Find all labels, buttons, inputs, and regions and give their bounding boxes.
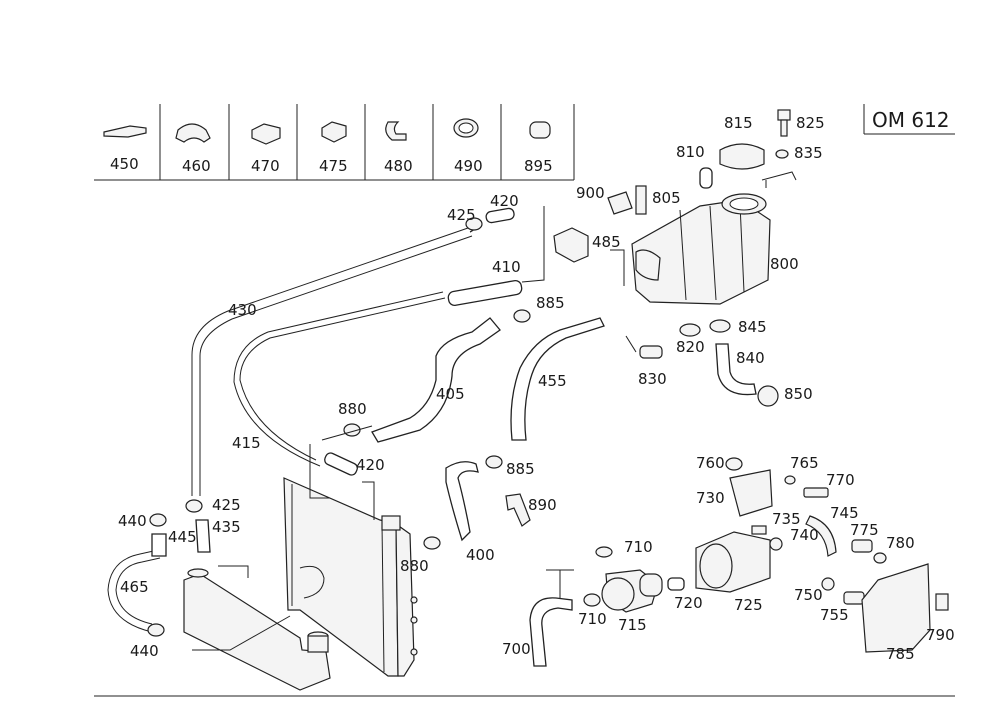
part-labels: 400 405 410 415 420 420 425 425 430 435 …: [118, 114, 955, 663]
expansion-tank: [631, 193, 771, 305]
label-700: 700: [502, 640, 531, 658]
label-850: 850: [784, 385, 813, 403]
legend-label: 450: [110, 155, 139, 173]
label-420: 420: [356, 456, 385, 474]
label-440: 440: [130, 642, 159, 660]
clip-485: [553, 227, 589, 263]
label-800: 800: [770, 255, 799, 273]
cap-815: [719, 143, 765, 170]
label-885: 885: [506, 460, 535, 478]
leader-lines: [192, 180, 767, 651]
legend-label: 480: [384, 157, 413, 175]
shield-785: [861, 563, 931, 653]
label-425: 425: [212, 496, 241, 514]
label-785: 785: [886, 645, 915, 663]
label-740: 740: [790, 526, 819, 544]
label-840: 840: [736, 349, 765, 367]
label-880: 880: [338, 400, 367, 418]
label-880: 880: [400, 557, 429, 575]
label-425: 425: [447, 206, 476, 224]
label-430: 430: [228, 301, 257, 319]
label-730: 730: [696, 489, 725, 507]
label-400: 400: [466, 546, 495, 564]
label-415: 415: [232, 434, 261, 452]
label-410: 410: [492, 258, 521, 276]
label-455: 455: [538, 372, 567, 390]
label-820: 820: [676, 338, 705, 356]
holder-icon: [321, 121, 347, 143]
lower-tank: [183, 568, 331, 691]
bracket-icon: [103, 125, 147, 138]
holder-icon: [251, 123, 281, 145]
label-805: 805: [652, 189, 681, 207]
label-745: 745: [830, 504, 859, 522]
label-405: 405: [436, 385, 465, 403]
label-720: 720: [674, 594, 703, 612]
label-765: 765: [790, 454, 819, 472]
legend-label: 895: [524, 157, 553, 175]
label-715: 715: [618, 616, 647, 634]
label-435: 435: [212, 518, 241, 536]
label-835: 835: [794, 144, 823, 162]
label-775: 775: [850, 521, 879, 539]
legend-label: 490: [454, 157, 483, 175]
label-760: 760: [696, 454, 725, 472]
grommet-icon: [529, 121, 551, 139]
label-445: 445: [168, 528, 197, 546]
legend-table: 450 460 470 475 480 490 895: [94, 104, 575, 181]
label-790: 790: [926, 626, 955, 644]
label-770: 770: [826, 471, 855, 489]
legend-label: 475: [319, 157, 348, 175]
clip-icon: [385, 121, 407, 141]
label-420: 420: [490, 192, 519, 210]
label-710: 710: [578, 610, 607, 628]
label-735: 735: [772, 510, 801, 528]
label-885: 885: [536, 294, 565, 312]
radiator: [283, 477, 418, 677]
label-755: 755: [820, 606, 849, 624]
engine-code: OM 612: [872, 108, 950, 132]
legend-label: 470: [251, 157, 280, 175]
label-780: 780: [886, 534, 915, 552]
label-830: 830: [638, 370, 667, 388]
label-725: 725: [734, 596, 763, 614]
label-890: 890: [528, 496, 557, 514]
label-845: 845: [738, 318, 767, 336]
label-900: 900: [576, 184, 605, 202]
label-710: 710: [624, 538, 653, 556]
label-750: 750: [794, 586, 823, 604]
label-810: 810: [676, 143, 705, 161]
label-825: 825: [796, 114, 825, 132]
label-465: 465: [120, 578, 149, 596]
legend-label: 460: [182, 157, 211, 175]
label-440: 440: [118, 512, 147, 530]
label-485: 485: [592, 233, 621, 251]
engine-code-box: OM 612: [863, 104, 955, 135]
label-815: 815: [724, 114, 753, 132]
clamp-icon: [175, 123, 211, 143]
